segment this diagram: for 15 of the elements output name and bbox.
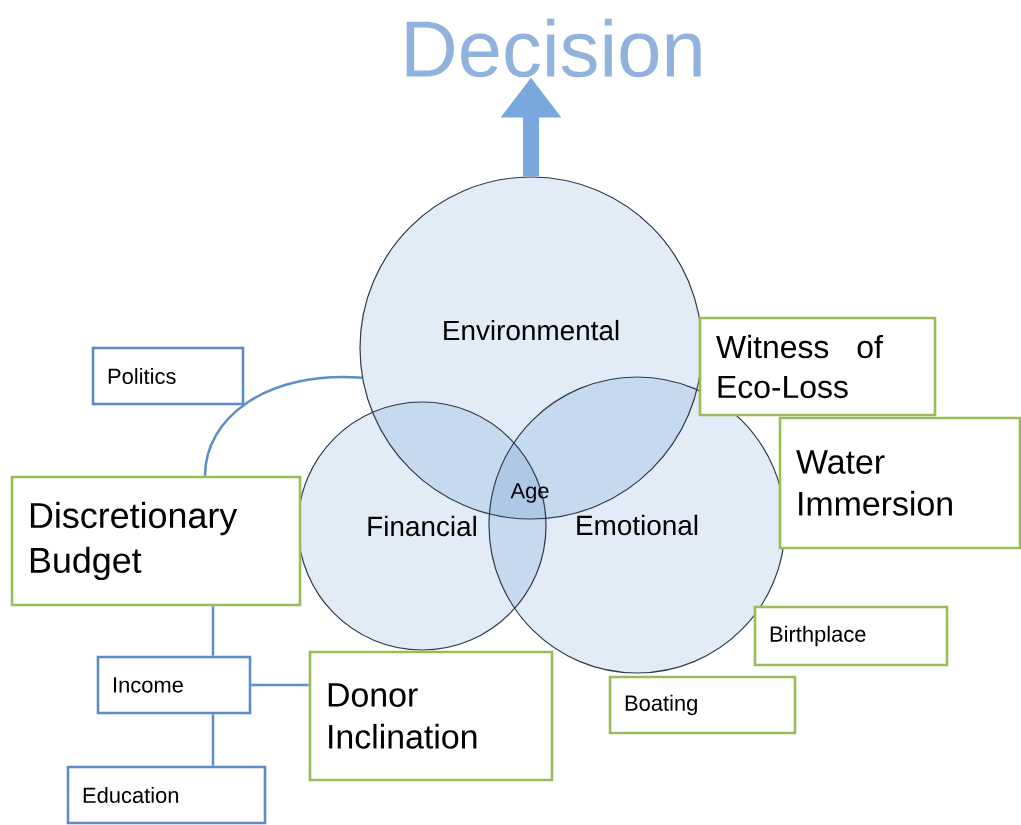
label-box: Education bbox=[66, 765, 267, 825]
connector-line bbox=[211, 714, 215, 766]
heading-text: Decision bbox=[406, 18, 701, 78]
label-box: Income bbox=[96, 655, 252, 715]
connector-line bbox=[251, 683, 309, 687]
label-box: Witness of Eco-Loss bbox=[698, 316, 937, 417]
label-box: Politics bbox=[91, 346, 245, 406]
connector-line bbox=[211, 606, 215, 656]
label-box: Birthplace bbox=[753, 605, 949, 667]
label-box: Water Immersion bbox=[778, 416, 1021, 550]
label-box: Donor Inclination bbox=[308, 650, 554, 782]
label-box: Boating bbox=[608, 675, 797, 735]
connector-line bbox=[203, 375, 363, 476]
label-box: Discretionary Budget bbox=[10, 475, 302, 607]
region-label: Age bbox=[510, 483, 549, 503]
